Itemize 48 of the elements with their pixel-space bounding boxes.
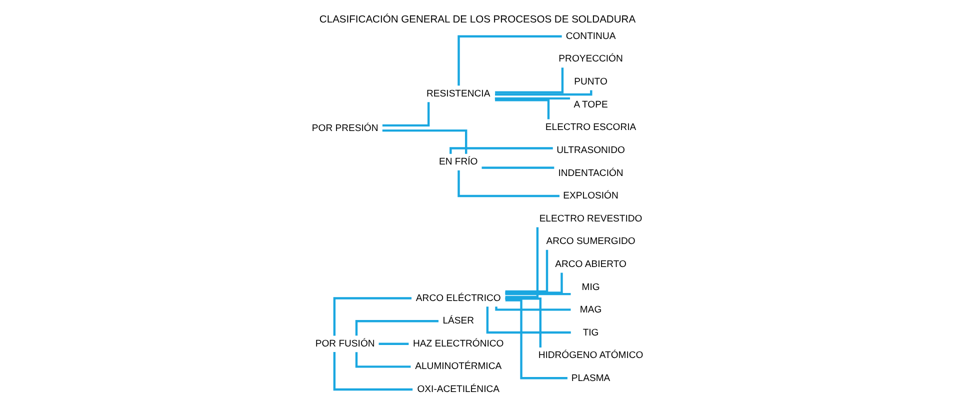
connector [378,342,409,345]
connector [458,170,560,198]
node-text: EN FRÍO [439,156,478,168]
node-text: OXI-ACETILÉNICA [417,384,500,396]
node-text: INDENTACIÓN [558,168,624,179]
connector [486,306,571,334]
node-text: HIDRÓGENO ATÓMICO [538,350,644,362]
connector [505,272,563,294]
node-text: MIG [582,282,600,293]
connector [355,320,438,336]
diagram-title: CLASIFICACIÓN GENERAL DE LOS PROCESOS DE SOLDADURA [319,14,636,26]
connector [382,102,430,127]
node-text: PROYECCIÓN [558,54,623,65]
node-text: TIG [582,327,599,338]
node-text: POR FUSIÓN [315,338,375,350]
node-text: ULTRASONIDO [556,144,625,156]
node-text: ALUMINOTÉRMICA [415,361,502,372]
connector [450,147,553,154]
connector [355,352,411,368]
connector [505,299,568,380]
connector [505,298,542,348]
node-text: ARCO SUMERGIDO [546,236,636,248]
connector [458,35,562,86]
node-text: PUNTO [574,76,608,88]
connector [505,227,539,298]
connector [495,99,550,120]
connector [482,166,554,169]
node-text: ELECTRO ESCORIA [545,122,636,134]
node-text: A TOPE [574,99,608,110]
connector [333,297,412,336]
connector [382,129,468,154]
node-text: HAZ ELECTRÓNICO [413,338,504,350]
connector [333,352,413,391]
node-text: RESISTENCIA [426,88,490,100]
connector [505,292,571,296]
connector [495,68,564,94]
node-text: ARCO ABIERTO [555,258,626,270]
connector [495,306,571,311]
node-text: MAG [580,304,602,316]
node-text: EXPLOSIÓN [563,190,618,202]
node-text: CONTINUA [566,30,616,42]
connector [494,97,570,100]
node-text: PLASMA [571,372,610,384]
node-text: ELECTRO REVESTIDO [539,213,642,224]
node-text: LÁSER [442,316,474,327]
node-text: ARCO ELÉCTRICO [416,292,501,304]
node-text: POR PRESIÓN [312,122,378,134]
connector [505,250,548,293]
